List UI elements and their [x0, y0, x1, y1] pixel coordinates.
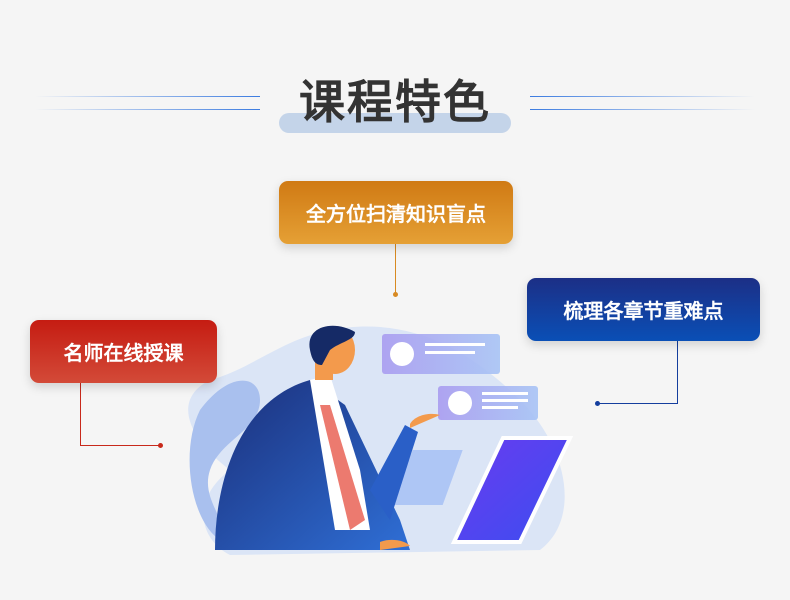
feature-badge-knowledge: 全方位扫清知识盲点: [279, 181, 513, 244]
chat-avatar-1: [390, 342, 414, 366]
hand-on-desk: [380, 539, 410, 550]
chat-avatar-2: [448, 391, 472, 415]
title-decoration-right-bottom: [530, 109, 755, 110]
hair: [309, 325, 355, 365]
page-title: 课程特色: [299, 75, 491, 129]
connector-line-chapters-h: [598, 403, 678, 404]
title-highlight: [279, 113, 511, 133]
feature-badge-teacher: 名师在线授课: [30, 320, 217, 383]
background-blob-dark: [189, 380, 260, 540]
tablet-icon: [450, 436, 574, 544]
title-decoration-left-top: [35, 96, 260, 97]
connector-dot-teacher: [158, 443, 163, 448]
feature-badge-chapters: 梳理各章节重难点: [527, 278, 760, 341]
connector-dot-knowledge: [393, 292, 398, 297]
title-decoration-right-top: [530, 96, 755, 97]
title-decoration-left-bottom: [35, 109, 260, 110]
arm: [370, 425, 418, 520]
connector-line-chapters: [677, 341, 678, 404]
connector-line-teacher-h: [80, 445, 160, 446]
hand: [410, 413, 440, 428]
connector-line-knowledge: [395, 244, 396, 294]
businessman-illustration: [188, 325, 574, 555]
connector-dot-chapters: [595, 401, 600, 406]
tie: [320, 405, 365, 530]
connector-line-teacher: [80, 383, 81, 445]
